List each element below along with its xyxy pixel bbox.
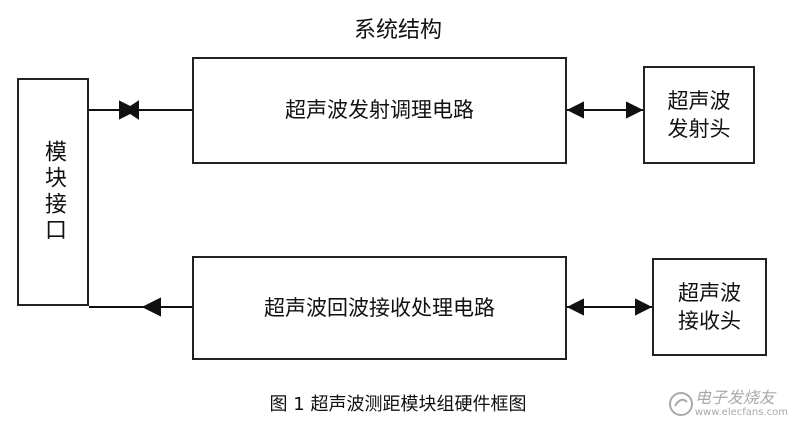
edge-interface-to-tx-arrowhead [119,100,139,120]
diagram-title: 系统结构 [353,18,442,43]
edge-rx-to-interface-arrowhead [141,297,161,317]
tx-head-label: 超声波 发射头 [667,88,731,141]
edge-tx-to-head-arrow-left [566,101,584,119]
tx-circuit-box: 超声波发射调理电路 [192,57,567,164]
watermark-logo-icon [668,391,693,416]
edge-rx-to-head-arrow-left [566,298,584,316]
module-interface-box: 模块接口 [17,78,89,306]
rx-head-label: 超声波 接收头 [678,280,741,333]
tx-circuit-label: 超声波发射调理电路 [285,98,474,123]
rx-circuit-label: 超声波回波接收处理电路 [264,295,495,320]
module-interface-label: 模块接口 [41,140,66,244]
edge-tx-to-head-arrow-right [626,101,644,119]
rx-circuit-box: 超声波回波接收处理电路 [192,256,567,360]
edge-rx-to-head-arrow-right [635,298,653,316]
watermark-sub: www.elecfans.com [694,407,788,418]
watermark: 电子发烧友 www.elecfans.com [667,389,788,418]
watermark-main: 电子发烧友 [694,388,775,408]
tx-head-box: 超声波 发射头 [643,66,755,164]
figure-caption: 图 1 超声波测距模块组硬件框图 [269,394,527,415]
rx-head-box: 超声波 接收头 [652,258,767,356]
